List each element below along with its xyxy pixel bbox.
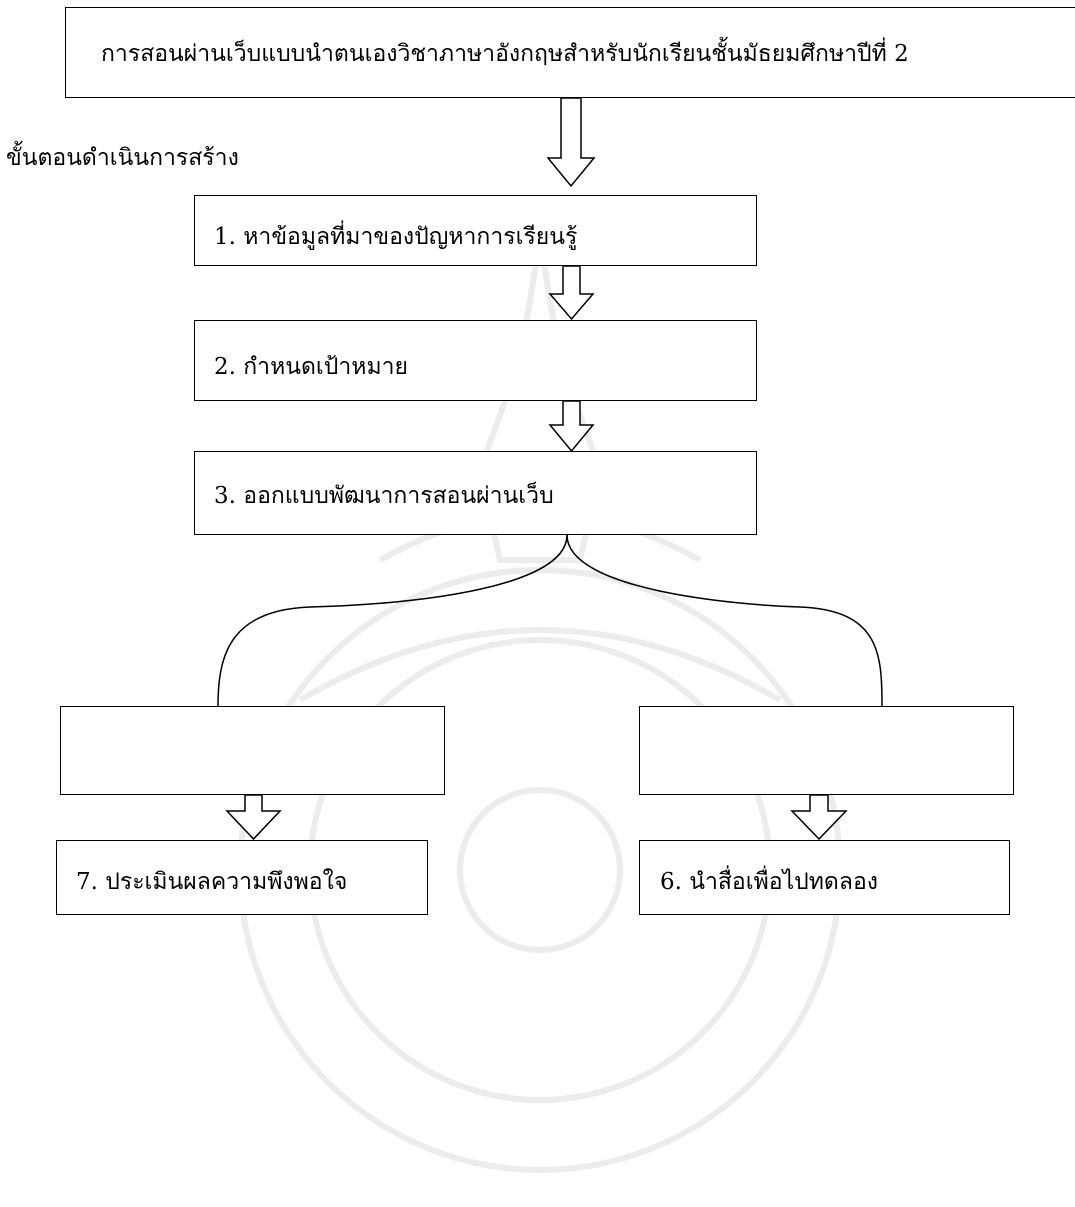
step-label: 3. ออกแบบพัฒนาการสอนผ่านเว็บ [214, 483, 554, 509]
branch-curve [566, 534, 883, 707]
step-box [194, 320, 757, 401]
arrow-down-icon [548, 400, 595, 453]
step-box [194, 195, 757, 266]
title-box [65, 7, 1075, 98]
section-label: ขั้นตอนดำเนินการสร้าง [6, 145, 239, 171]
step-box [56, 840, 428, 915]
step-label: 7. ประเมินผลความพึงพอใจ [76, 869, 348, 895]
diagram-title: การสอนผ่านเว็บแบบนำตนเองวิชาภาษาอังกฤษสำ… [101, 41, 909, 67]
arrow-down-icon [548, 265, 595, 321]
arrow-down-icon [790, 794, 848, 841]
branch-curve [217, 534, 568, 707]
production-box [639, 706, 1014, 795]
step-box [639, 840, 1010, 915]
arrow-down-icon [546, 97, 596, 188]
step-label: 6. นำสื่อเพื่อไปทดลอง [660, 869, 878, 895]
arrow-down-icon [225, 794, 282, 841]
pre-production-panel [60, 706, 445, 795]
step-label: 2. กำหนดเป้าหมาย [214, 354, 409, 380]
step-box [194, 451, 757, 535]
step-label: 1. หาข้อมูลที่มาของปัญหาการเรียนรู้ [214, 224, 578, 250]
